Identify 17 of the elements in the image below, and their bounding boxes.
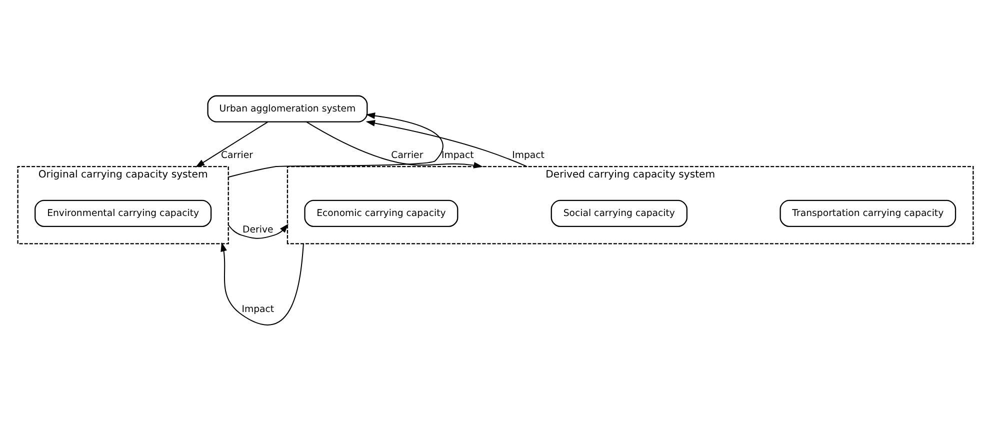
node-box: Urban agglomeration system xyxy=(207,95,368,122)
node-box: Transportation carrying capacity xyxy=(780,200,956,227)
arrow xyxy=(366,120,528,167)
arrow xyxy=(195,122,268,168)
edge-label: Impact xyxy=(441,150,474,162)
arrow xyxy=(306,122,483,168)
node-box: Environmental carrying capacity xyxy=(34,200,212,227)
node-box: Economic carrying capacity xyxy=(304,200,458,227)
edge-label: Carrier xyxy=(391,150,424,162)
node-box: Social carrying capacity xyxy=(550,200,688,227)
edge-label: Derive xyxy=(242,224,274,236)
arrow xyxy=(220,242,304,326)
edge-label: Impact xyxy=(512,150,544,162)
edge-label: Carrier xyxy=(221,150,254,162)
edge-label: Impact xyxy=(242,304,274,315)
arrow xyxy=(228,112,444,178)
arrow xyxy=(228,224,288,239)
